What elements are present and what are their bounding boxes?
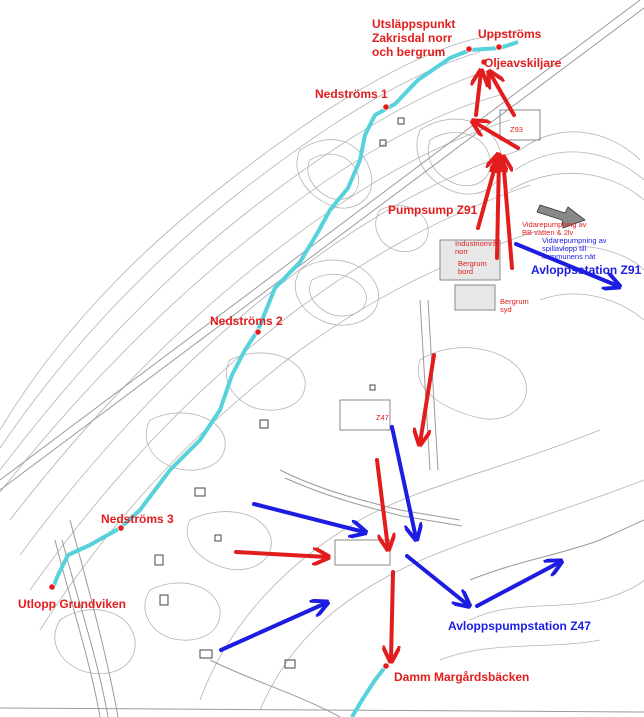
red-arrow	[497, 158, 499, 260]
blue-arrow	[219, 603, 326, 652]
label-damm: Damm Margårdsbäcken	[394, 670, 529, 684]
map-labels: Utsläppspunkt Zakrisdal norr och bergrum…	[18, 17, 642, 684]
red-arrow	[375, 458, 388, 548]
blue-arrow	[390, 425, 416, 538]
red-arrow	[503, 158, 514, 270]
sampling-points	[48, 43, 503, 670]
point-damm	[382, 662, 390, 670]
label-z93: Z93	[510, 125, 523, 134]
red-arrow	[490, 73, 516, 117]
label-oljeavskiljare: Oljeavskiljare	[484, 56, 562, 70]
point-uppstroms	[495, 43, 503, 51]
label-pumpsump: Pumpsump Z91	[388, 203, 478, 217]
label-industriomrade: Industriområ norr	[455, 239, 499, 256]
label-bergrum-bord: Bergrum bord	[458, 259, 489, 276]
blue-arrow	[252, 502, 364, 532]
red-flow-arrows	[234, 72, 520, 660]
label-vidarepump-red: Vidarepumpning av BB vatten & 2lv	[522, 220, 589, 237]
blue-arrow	[475, 562, 560, 608]
label-avloppsstation-z91: Avloppsstation Z91	[531, 263, 642, 277]
point-oljeavskiljare	[480, 58, 488, 66]
point-nedstroms3	[117, 524, 125, 532]
buildings	[154, 109, 541, 669]
blue-arrow	[514, 242, 618, 286]
label-uppstroms: Uppströms	[478, 27, 542, 41]
point-utslapp	[465, 45, 473, 53]
point-nedstroms1	[382, 103, 390, 111]
label-nedstroms1: Nedströms 1	[315, 87, 388, 101]
red-arrow	[474, 122, 520, 150]
stream-line	[50, 40, 519, 591]
stream-line-south	[350, 664, 388, 717]
red-arrow	[234, 552, 327, 557]
label-z47: Z47	[376, 413, 389, 422]
label-nedstroms3: Nedströms 3	[101, 512, 174, 526]
blue-arrow	[405, 554, 468, 605]
red-arrow	[391, 570, 393, 660]
label-avloppspumpstation-z47: Avloppspumpstation Z47	[448, 619, 591, 633]
blue-flow-arrows	[219, 242, 618, 652]
label-utslapp: Utsläppspunkt Zakrisdal norr och bergrum	[372, 17, 459, 59]
point-utlopp	[48, 583, 56, 591]
label-utlopp: Utlopp Grundviken	[18, 597, 126, 611]
point-nedstroms2	[254, 328, 262, 336]
label-nedstroms2: Nedströms 2	[210, 314, 283, 328]
red-arrow	[420, 353, 436, 443]
grey-arrow-icon	[536, 204, 586, 229]
label-bergrum-syd: Bergrum syd	[500, 297, 531, 314]
label-vidarepump-blue: Vidarepumpning av spillavlopp till kommu…	[542, 236, 609, 261]
red-arrow	[476, 72, 481, 117]
